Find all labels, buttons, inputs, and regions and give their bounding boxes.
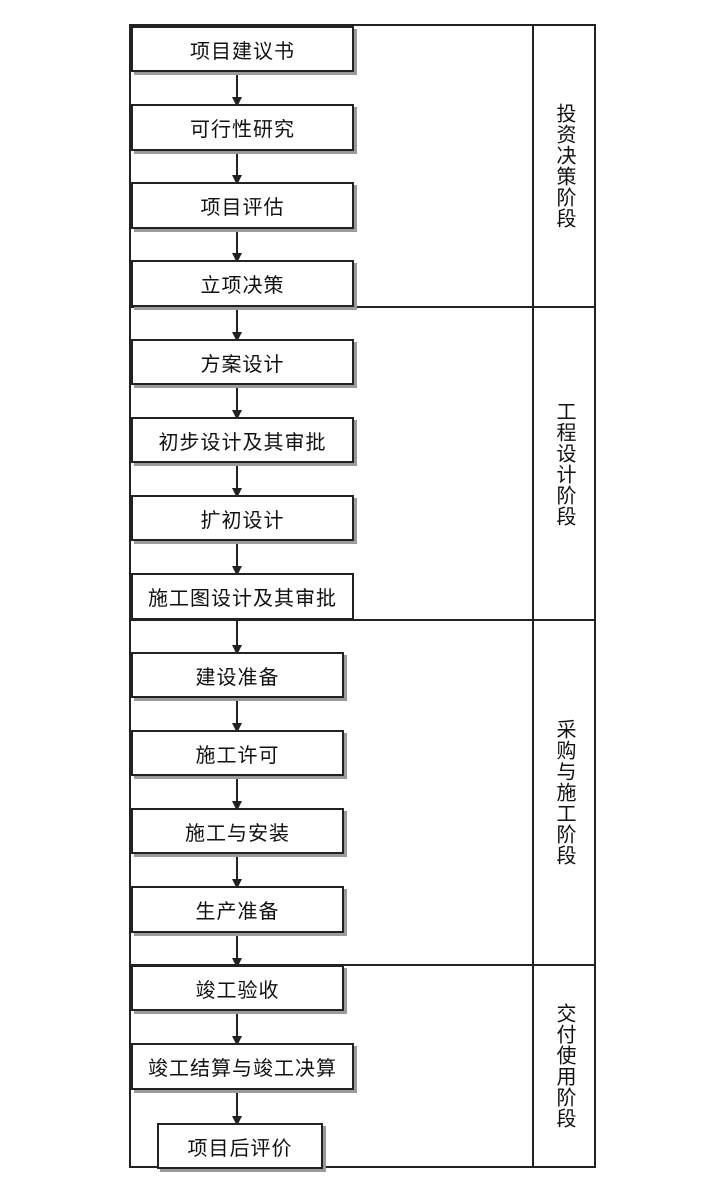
step-post-evaluation: 项目后评价: [157, 1123, 323, 1169]
diagram-frame: [129, 24, 596, 1168]
stage-divider-1: [129, 306, 596, 308]
step-construction-drawing-design: 施工图设计及其审批: [131, 573, 354, 620]
stage-column-divider: [532, 24, 534, 1168]
stage-delivery-use: 交付使用阶段: [553, 1003, 577, 1129]
step-construction-permit: 施工许可: [131, 730, 344, 776]
step-final-accounts: 竣工结算与竣工决算: [131, 1043, 354, 1090]
step-completion-acceptance: 竣工验收: [131, 965, 344, 1011]
step-project-evaluation: 项目评估: [131, 182, 354, 229]
step-production-preparation: 生产准备: [131, 886, 344, 933]
step-construction-preparation: 建设准备: [131, 652, 344, 698]
step-extended-design: 扩初设计: [131, 495, 354, 541]
stage-divider-3: [129, 964, 596, 966]
step-scheme-design: 方案设计: [131, 339, 354, 385]
stage-divider-2: [129, 619, 596, 621]
step-construction-installation: 施工与安装: [131, 808, 344, 854]
step-feasibility-study: 可行性研究: [131, 104, 354, 151]
step-project-proposal: 项目建议书: [131, 26, 354, 72]
stage-procurement-construction: 采购与施工阶段: [553, 719, 577, 866]
step-preliminary-design: 初步设计及其审批: [131, 417, 354, 463]
step-project-approval: 立项决策: [131, 260, 354, 307]
stage-engineering-design: 工程设计阶段: [553, 400, 577, 527]
stage-investment-decision: 投资决策阶段: [553, 103, 577, 229]
